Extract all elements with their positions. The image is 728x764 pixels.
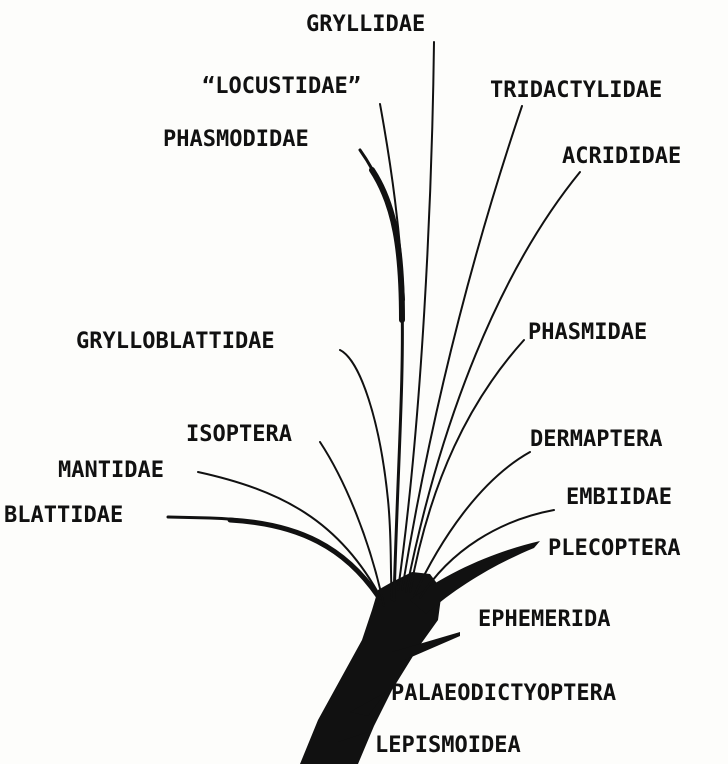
label-locustidae: “LOCUSTIDAE” [202,74,361,99]
label-ephemerida: EPHEMERIDA [478,607,610,632]
label-phasmidae: PHASMIDAE [528,320,647,345]
branch-acrididae [406,172,580,592]
branch-blattidae [168,517,380,598]
branch-mantidae [198,472,382,600]
label-mantidae: MANTIDAE [58,458,164,483]
label-acrididae: ACRIDIDAE [562,144,681,169]
label-palaeodictyoptera: PALAEODICTYOPTERA [391,681,616,706]
label-plecoptera: PLECOPTERA [548,536,680,561]
label-isoptera: ISOPTERA [186,422,292,447]
label-gryllidae: GRYLLIDAE [306,12,425,37]
label-grylloblattidae: GRYLLOBLATTIDAE [76,329,275,354]
label-dermaptera: DERMAPTERA [530,427,662,452]
label-embiidae: EMBIIDAE [566,485,672,510]
branch-isoptera [320,442,384,606]
label-blattidae: BLATTIDAE [4,503,123,528]
branch-tridactylidae [402,106,522,590]
label-tridactylidae: TRIDACTYLIDAE [490,78,662,103]
branch-phasmodidae-thick [372,170,402,320]
label-lepismoidea: LEPISMOIDEA [375,733,521,758]
label-phasmodidae: PHASMODIDAE [163,127,309,152]
